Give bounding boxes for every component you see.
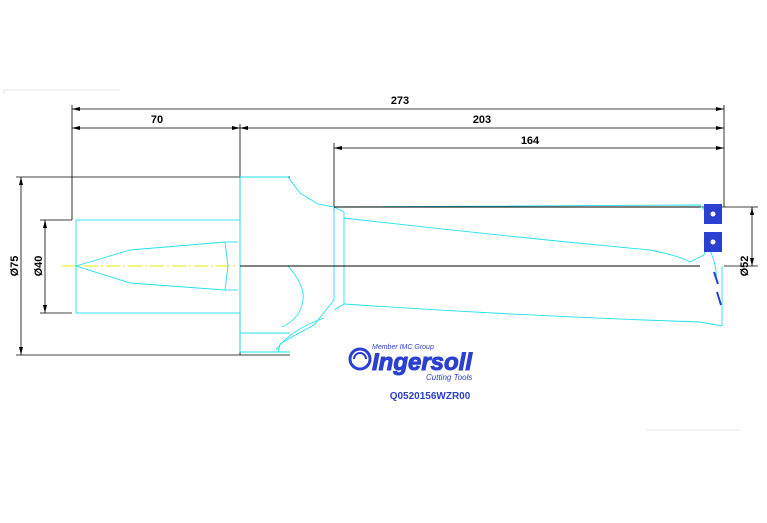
dimension-diameter-52: Ø52: [700, 206, 758, 277]
drill-body: [240, 204, 723, 327]
dimension-273-label: 273: [391, 95, 409, 107]
dimension-diameter-52-label: Ø52: [739, 256, 751, 277]
dimension-diameter-40: Ø40: [33, 219, 72, 314]
dimension-203: 203: [240, 114, 724, 130]
dimension-diameter-75-label: Ø75: [9, 256, 21, 277]
logo-brand: Ingersoll: [372, 349, 473, 376]
dimension-70-label: 70: [151, 114, 163, 126]
dimension-273: 273: [71, 95, 725, 220]
dimension-diameter-75: Ø75: [9, 176, 290, 356]
part-number: Q0520156WZR00: [390, 391, 471, 402]
logo-emblem: [348, 347, 372, 371]
inserts: [704, 204, 722, 306]
logo-tagline-top: Member IMC Group: [372, 344, 434, 351]
dimension-164-label: 164: [521, 135, 540, 147]
flange: [239, 176, 335, 353]
ingersoll-logo: Member IMC Group Ingersoll Cutting Tools: [348, 344, 474, 382]
dimension-diameter-40-label: Ø40: [33, 256, 45, 277]
dimension-70: 70: [72, 114, 241, 355]
dimension-203-label: 203: [473, 114, 491, 126]
logo-tagline-bottom: Cutting Tools: [426, 373, 472, 382]
sheet-frame: [3, 89, 740, 431]
dimension-164: 164: [333, 135, 724, 212]
shank: [74, 219, 241, 314]
